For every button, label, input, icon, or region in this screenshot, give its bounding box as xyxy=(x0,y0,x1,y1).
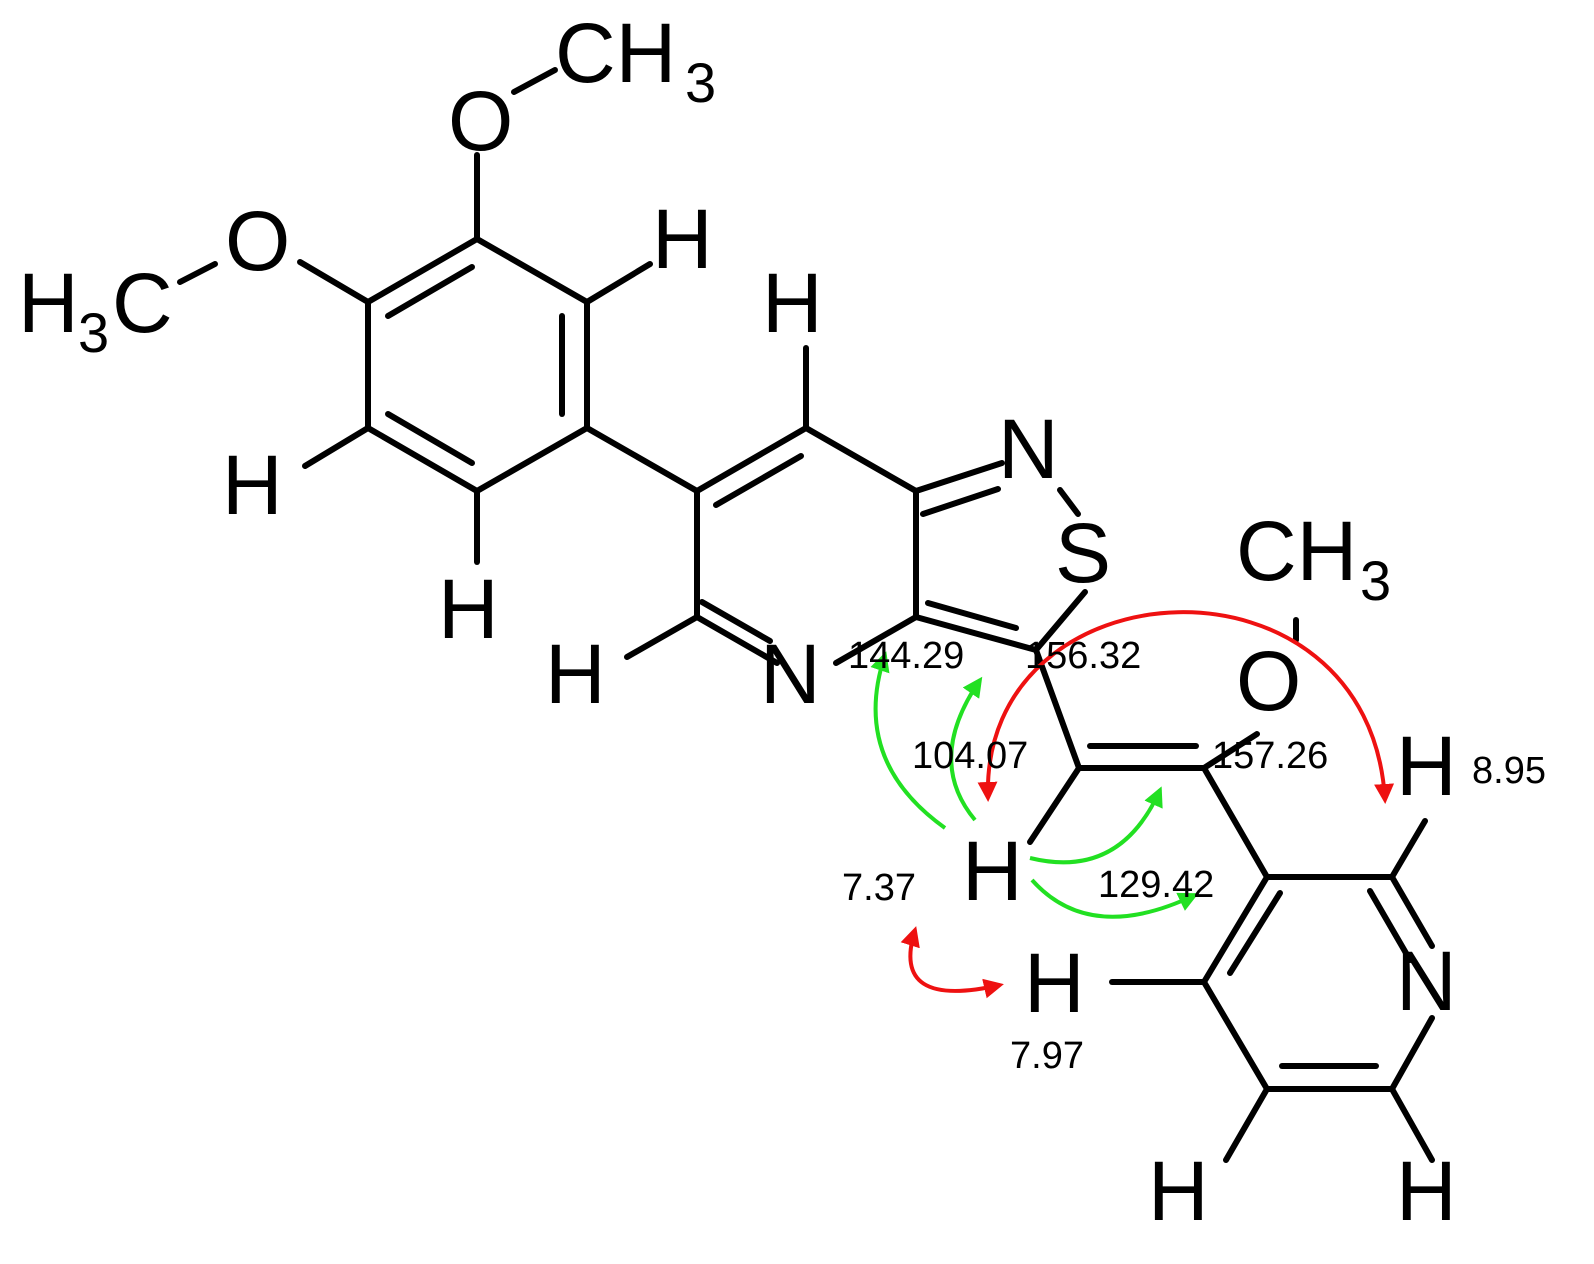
atom-ch3-meo-sub: 3 xyxy=(1360,549,1391,612)
noe-arrow-big xyxy=(977,610,1395,804)
atom-h-pyridyl-c: H xyxy=(1148,1144,1209,1238)
atom-n-pyridyl: N xyxy=(1396,934,1457,1028)
atom-n-iso: N xyxy=(998,402,1059,496)
atom-o-left: O xyxy=(225,194,290,288)
atom-n-py: N xyxy=(760,627,821,721)
noesy-correlations xyxy=(900,610,1395,999)
atom-h-py-1: H xyxy=(762,256,823,350)
hmbc-arrow-157 xyxy=(1029,786,1163,865)
atom-h-pyridyl-d: H xyxy=(1396,1144,1457,1238)
hmbc-arrow-144 xyxy=(870,651,947,830)
atom-s-iso: S xyxy=(1055,506,1111,600)
hmbc-arrow-129 xyxy=(1030,878,1199,919)
atom-h-pyridyl-a: H xyxy=(1396,719,1457,813)
atom-labels: O CH 3 O H 3 C H H H H H N N S O CH 3 H … xyxy=(18,6,1457,1238)
atom-h3c-left-sub: 3 xyxy=(78,301,109,364)
shift-156: 156.32 xyxy=(1025,635,1141,677)
atom-h3c-left-c: C xyxy=(112,256,173,350)
shift-129: 129.42 xyxy=(1098,864,1214,906)
atom-h3c-left-h: H xyxy=(18,256,79,350)
atom-h-vinyl: H xyxy=(962,824,1023,918)
bonds xyxy=(177,67,1435,1163)
shift-104: 104.07 xyxy=(912,735,1028,777)
noe-arrow-small xyxy=(900,926,1004,999)
atom-h-aryl-2: H xyxy=(222,438,283,532)
atom-o-meo: O xyxy=(1236,634,1301,728)
atom-h-aryl-3: H xyxy=(438,562,499,656)
hmbc-arrow-104 xyxy=(949,676,983,822)
atom-h-pyridyl-b: H xyxy=(1024,936,1085,1030)
atom-h-py-2: H xyxy=(545,627,606,721)
shift-797: 7.97 xyxy=(1010,1035,1084,1077)
atom-ch3-meo: CH xyxy=(1236,504,1357,598)
shift-labels: 144.29 156.32 104.07 157.26 129.42 7.37 … xyxy=(842,635,1546,1077)
atom-ch3-top-sub: 3 xyxy=(685,51,716,114)
shift-895: 8.95 xyxy=(1472,750,1546,792)
shift-157: 157.26 xyxy=(1212,735,1328,777)
atom-h-aryl-1: H xyxy=(652,192,713,286)
hmbc-correlations xyxy=(870,651,1199,919)
shift-144: 144.29 xyxy=(848,635,964,677)
atom-ch3-top: CH xyxy=(555,6,676,100)
shift-737: 7.37 xyxy=(842,867,916,909)
atom-o-top: O xyxy=(448,74,513,168)
